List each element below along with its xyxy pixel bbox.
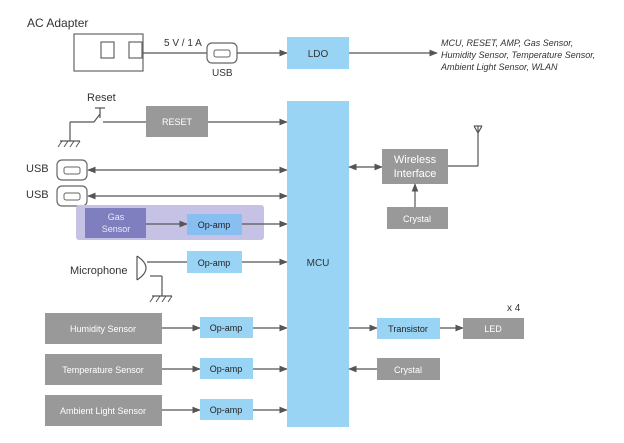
mic-opamp-block: [187, 251, 242, 273]
transistor-label: Transistor: [388, 324, 428, 334]
power-note-line3: Ambient Light Sensor, WLAN: [440, 62, 558, 72]
wireless-crystal-label: Crystal: [403, 214, 431, 224]
reset-block-label: RESET: [162, 117, 193, 127]
temperature-opamp-label: Op-amp: [210, 364, 243, 374]
reset-switch-label: Reset: [87, 92, 116, 104]
wireless-interface-block: [382, 149, 448, 184]
wireless-line2: Interface: [394, 168, 437, 180]
gas-sensor-line1: Gas: [108, 212, 125, 222]
ambient-light-opamp-label: Op-amp: [210, 405, 243, 415]
transistor-block: [377, 318, 440, 339]
adapter-usb-label: USB: [212, 68, 233, 79]
ldo-label: LDO: [308, 49, 329, 60]
antenna-icon: [448, 125, 483, 167]
usb-port-1-label: USB: [26, 163, 49, 175]
ambient-light-sensor-block: [45, 395, 162, 426]
gas-sensor-line2: Sensor: [102, 224, 131, 234]
adapter-rating: 5 V / 1 A: [164, 38, 202, 49]
led-block: [463, 318, 524, 339]
mcu-crystal-block: [377, 358, 440, 380]
usb-port-2-icon: [56, 185, 88, 207]
usb-port-2-label: USB: [26, 189, 49, 201]
humidity-opamp-block: [200, 317, 253, 338]
usb-port-1-icon: [56, 159, 88, 181]
ac-adapter-title: AC Adapter: [27, 16, 88, 30]
reset-switch-icon: [70, 107, 146, 123]
microphone-label: Microphone: [70, 265, 127, 277]
led-multiplier: x 4: [507, 303, 521, 314]
humidity-sensor-block: [45, 313, 162, 344]
adapter-usb-icon: [206, 42, 238, 64]
ambient-light-opamp-block: [200, 399, 253, 420]
microphone-ground-icon: [149, 295, 173, 303]
gas-opamp-block: [187, 214, 242, 235]
humidity-sensor-label: Humidity Sensor: [70, 324, 136, 334]
gas-opamp-label: Op-amp: [198, 220, 231, 230]
led-label: LED: [484, 324, 502, 334]
humidity-opamp-label: Op-amp: [210, 323, 243, 333]
power-note-line1: MCU, RESET, AMP, Gas Sensor,: [441, 38, 573, 48]
wireless-crystal-block: [387, 207, 448, 229]
gas-sensor-block: [85, 208, 146, 238]
ldo-block: [287, 37, 349, 69]
temperature-sensor-block: [45, 354, 162, 385]
mcu-crystal-label: Crystal: [394, 365, 422, 375]
wireless-line1: Wireless: [394, 154, 437, 166]
mcu-label: MCU: [307, 258, 330, 269]
power-note-line2: Humidity Sensor, Temperature Sensor,: [441, 50, 595, 60]
mcu-block: [287, 101, 349, 427]
temperature-sensor-label: Temperature Sensor: [62, 365, 144, 375]
temperature-opamp-block: [200, 358, 253, 379]
microphone-icon: [136, 255, 187, 296]
mic-opamp-label: Op-amp: [198, 258, 231, 268]
reset-block: [146, 106, 208, 137]
ac-adapter-icon: [73, 33, 144, 72]
ambient-light-sensor-label: Ambient Light Sensor: [60, 406, 146, 416]
reset-ground-icon: [57, 122, 81, 148]
